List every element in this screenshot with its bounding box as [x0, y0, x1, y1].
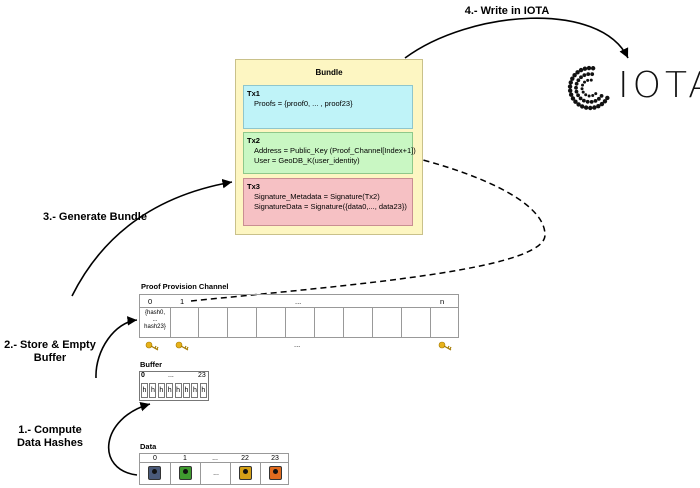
data-label-23: 23	[271, 455, 279, 462]
channel-cell	[285, 308, 314, 337]
data-label-dots: ...	[212, 455, 218, 462]
tx2-title: Tx2	[247, 136, 260, 145]
channel-label-1: 1	[180, 297, 185, 306]
channel-cell	[343, 308, 372, 337]
location-pin-icon	[269, 466, 282, 480]
tx3-signature-data: SignatureData = Signature({data0,..., da…	[254, 202, 407, 211]
buffer-hash-cell: h	[174, 383, 182, 398]
key-icon	[175, 341, 189, 351]
buffer-label-end: 23	[198, 372, 206, 379]
step-store-line1: 2.- Store & Empty	[4, 339, 96, 351]
data-cell-23	[260, 463, 290, 484]
cell0-line2: ...	[152, 317, 158, 323]
buffer-hash-cell: h	[149, 383, 157, 398]
channel-cell	[256, 308, 285, 337]
channel-cell	[227, 308, 256, 337]
data-title: Data	[140, 442, 157, 451]
buffer-label-start: 0	[141, 372, 145, 379]
tx2-user: User = GeoDB_K(user_identity)	[254, 156, 360, 165]
keys-dots: ...	[294, 340, 301, 349]
iota-wordmark: IOTA	[618, 65, 700, 106]
step-compute-line2: Data Hashes	[16, 437, 84, 449]
buffer-hash-cell: h	[191, 383, 199, 398]
tx1-proofs: Proofs = {proof0, ... , proof23}	[254, 99, 353, 108]
data-label-1: 1	[183, 455, 187, 462]
bundle-title: Bundle	[315, 68, 343, 77]
arrow-compute-hashes	[107, 401, 151, 476]
tx1-box: Tx1 Proofs = {proof0, ... , proof23}	[243, 85, 413, 129]
channel-cell	[314, 308, 343, 337]
tx3-box: Tx3 Signature_Metadata = Signature(Tx2) …	[243, 178, 413, 226]
data-cell-0	[140, 463, 170, 484]
key-icon	[145, 341, 159, 351]
step-generate-bundle-label: 3.- Generate Bundle	[43, 211, 147, 223]
channel-cell	[170, 308, 198, 337]
arrow-dashed-address	[190, 150, 546, 302]
channel-label-n: n	[440, 297, 445, 306]
data-label-0: 0	[153, 455, 157, 462]
channel-cell	[401, 308, 430, 337]
iota-logo-icon	[567, 65, 610, 111]
tx2-address: Address = Public_Key (Proof_Channel[Inde…	[254, 146, 416, 155]
proof-channel-title: Proof Provision Channel	[141, 282, 229, 291]
data-cell-22	[230, 463, 260, 484]
channel-cell	[430, 308, 459, 337]
step-compute-hashes-label: 1.- Compute Data Hashes	[5, 424, 95, 450]
channel-label-dots: ...	[295, 297, 302, 306]
channel-cell-0: {hash0, ... hash23}	[141, 310, 169, 331]
buffer-hash-cell: h	[183, 383, 190, 398]
step-store-line2: Buffer	[33, 352, 67, 364]
arrow-generate-bundle	[71, 178, 233, 297]
channel-cell	[372, 308, 401, 337]
bundle-box: Bundle Tx1 Proofs = {proof0, ... , proof…	[235, 59, 423, 235]
buffer-hash-cell: h	[141, 383, 148, 398]
channel-label-0: 0	[148, 297, 153, 306]
arrow-write-iota	[404, 17, 629, 59]
tx3-title: Tx3	[247, 182, 260, 191]
step-write-iota-label: 4.- Write in IOTA	[464, 5, 550, 17]
buffer-hash-cell: h	[157, 383, 165, 398]
key-icon	[438, 341, 452, 351]
data-row: ...	[139, 463, 289, 485]
step-store-buffer-label: 2.- Store & Empty Buffer	[0, 339, 100, 365]
location-pin-icon	[239, 466, 252, 480]
tx1-title: Tx1	[247, 89, 260, 98]
buffer-title: Buffer	[140, 360, 163, 369]
buffer-hash-cell: h	[166, 383, 174, 398]
cell0-line3: hash23}	[144, 324, 166, 330]
data-header: 0 1 ... 22 23	[139, 453, 289, 463]
cell0-line1: {hash0,	[144, 310, 166, 316]
step-compute-line1: 1.- Compute	[18, 424, 82, 436]
tx3-signature-metadata: Signature_Metadata = Signature(Tx2)	[254, 192, 380, 201]
buffer-hash-cell: h	[199, 383, 207, 398]
location-pin-icon	[179, 466, 192, 480]
data-dots: ...	[213, 470, 219, 477]
data-cell-dots: ...	[200, 463, 230, 484]
channel-cell	[198, 308, 227, 337]
location-pin-icon	[148, 466, 161, 480]
arrow-store-buffer	[95, 316, 138, 379]
proof-channel-header: 0 1 ... n	[139, 294, 459, 308]
buffer-label-dots: ...	[168, 372, 174, 379]
data-label-22: 22	[241, 455, 249, 462]
data-cell-1	[170, 463, 200, 484]
proof-channel-row: {hash0, ... hash23}	[139, 308, 459, 338]
tx2-box: Tx2 Address = Public_Key (Proof_Channel[…	[243, 132, 416, 174]
